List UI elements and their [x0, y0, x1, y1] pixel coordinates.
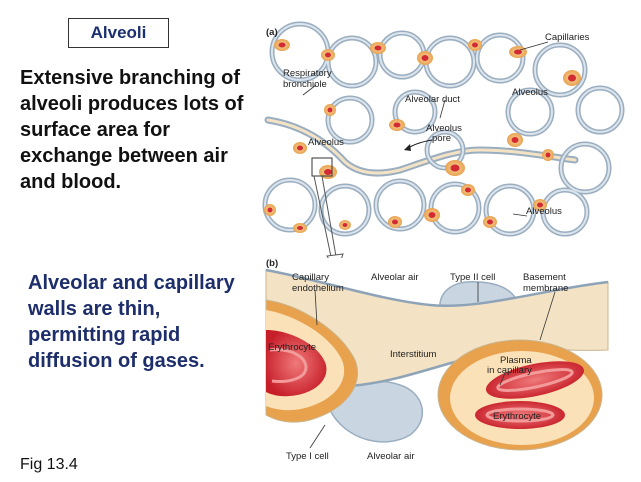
panel-b-tag: (b): [266, 258, 278, 269]
label-respiratory-bronchiole-line2: bronchiole: [283, 79, 327, 90]
figure-reference: Fig 13.4: [20, 456, 78, 473]
label-alveolar-air-top: Alveolar air: [371, 272, 419, 283]
label-respiratory-bronchiole-line1: Respiratory: [283, 68, 332, 79]
label-interstitium: Interstitium: [390, 349, 437, 360]
label-alveolar-duct: Alveolar duct: [405, 94, 460, 105]
label-alveolus-bottom: Alveolus: [526, 206, 562, 217]
label-type-ii-cell: Type II cell: [450, 272, 495, 283]
label-basement-membrane-line2: membrane: [523, 283, 568, 294]
label-alveolus-left: Alveolus: [308, 137, 344, 148]
label-erythrocyte-left: Erythrocyte: [268, 342, 316, 353]
label-plasma-line1: Plasma: [500, 355, 532, 366]
label-capillary-endothelium-line1: Capillary: [292, 272, 329, 283]
label-alveolus-pore-line2: pore: [432, 133, 451, 144]
label-basement-membrane-line1: Basement: [523, 272, 566, 283]
paragraph-surface-area: Extensive branching of alveoli produces …: [20, 67, 244, 193]
label-capillaries: Capillaries: [545, 32, 590, 43]
label-alveolus-pore-line1: Alveolus: [426, 123, 462, 134]
label-erythrocyte-right: Erythrocyte: [493, 411, 541, 422]
label-capillary-endothelium-line2: endothelium: [292, 283, 344, 294]
panel-a-tag: (a): [266, 27, 278, 38]
label-type-i-cell: Type I cell: [286, 451, 329, 462]
label-alveolar-air-bottom: Alveolar air: [367, 451, 415, 462]
label-alveolus-right: Alveolus: [512, 87, 548, 98]
panel-a-alveolar-network: (a) Capillaries Respiratory bronchiole A…: [262, 21, 625, 274]
page-title: Alveoli: [90, 23, 147, 42]
paragraph-thin-walls: Alveolar and capillary walls are thin, p…: [28, 272, 235, 372]
panel-b-alveolar-capillary-wall: (b) Capillary endothelium Alveolar air T…: [265, 258, 609, 462]
label-plasma-line2: in capillary: [487, 365, 532, 376]
title-box: Alveoli: [68, 18, 169, 48]
